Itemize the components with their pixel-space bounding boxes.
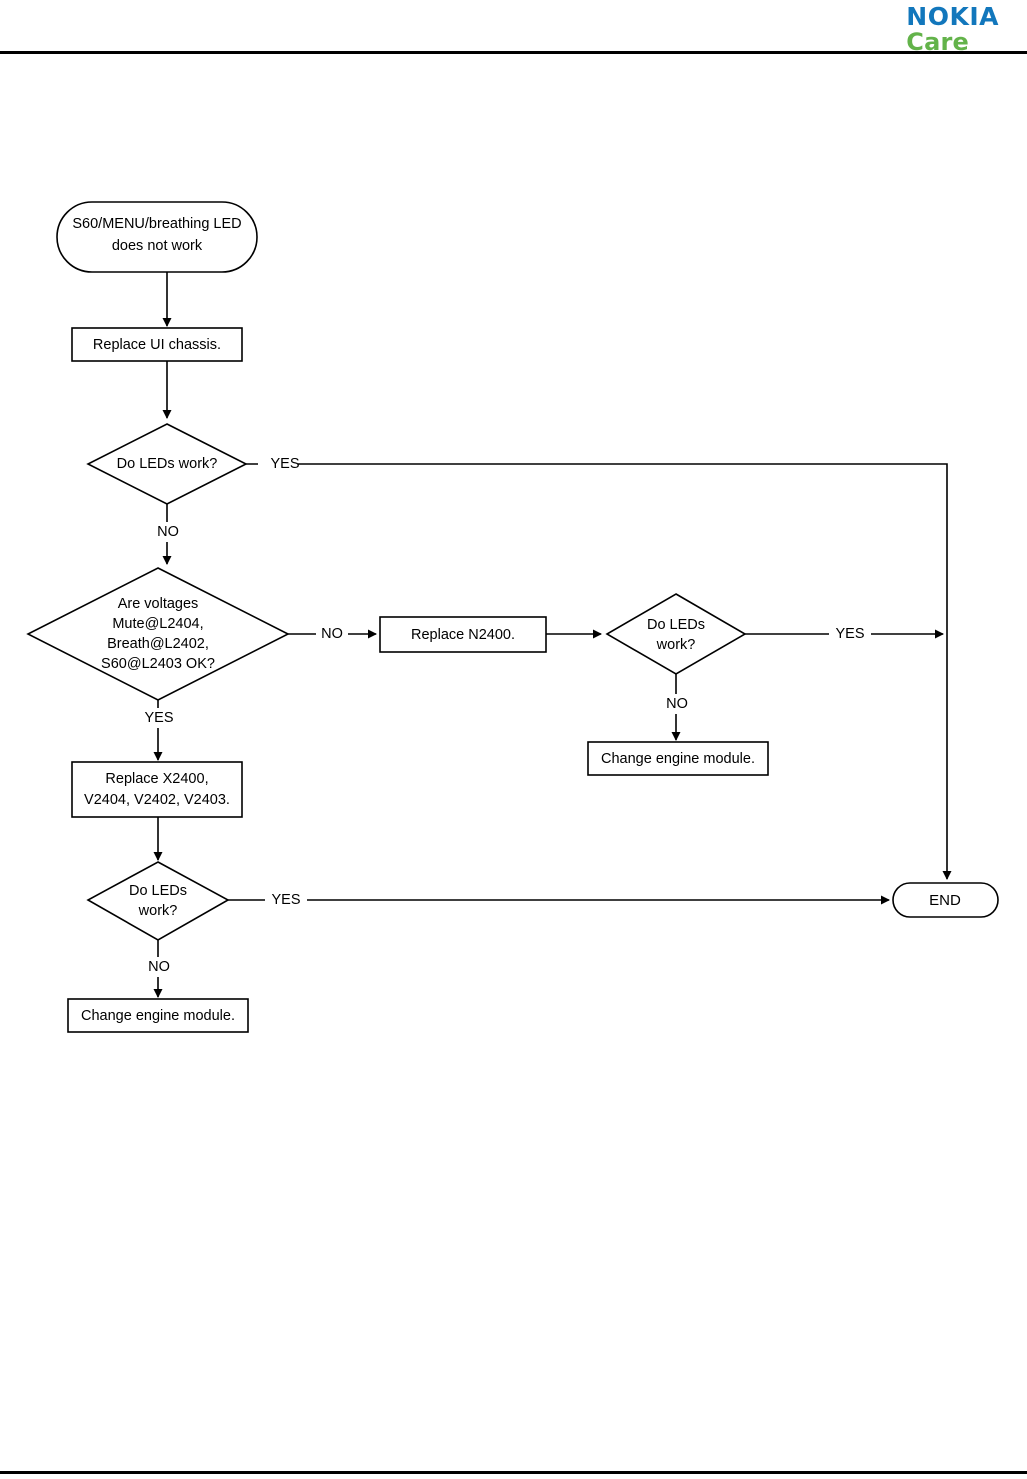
change-engine-module-2-shape (67, 998, 249, 1033)
replace-n2400-label: Replace N2400. (411, 627, 515, 643)
flowchart-svg: YES NO NO YES YES NO YES NO S60/MENU/bre… (26, 201, 999, 1033)
decision-leds-3-label-line1: Do LEDs (129, 883, 187, 899)
replace-x2400-shape (71, 761, 243, 818)
edge-label-leds2-no: NO (666, 696, 688, 712)
edge-label-bg (258, 453, 298, 473)
node-start: S60/MENU/breathing LED does not work (56, 201, 258, 273)
edge-label-voltages-no: NO (321, 626, 343, 642)
edge-label-bg (660, 694, 694, 714)
replace-x2400-label-line1: Replace X2400, (105, 771, 208, 787)
edge-label-leds3-no: NO (148, 959, 170, 975)
node-decision-leds-3: Do LEDs work? (86, 861, 230, 941)
decision-voltages-label-line2: Mute@L2404, (112, 616, 203, 632)
nokia-care-logo: NOKIA Care (906, 4, 999, 54)
decision-voltages-shape (26, 567, 290, 701)
node-decision-voltages: Are voltages Mute@L2404, Breath@L2402, S… (26, 567, 290, 701)
brand-name-care: Care (906, 28, 970, 56)
edge-leds1-yes-to-end (246, 463, 952, 880)
node-change-engine-module-1: Change engine module. (587, 741, 769, 776)
change-engine-module-1-label: Change engine module. (601, 751, 755, 767)
end-node-shape (892, 882, 999, 918)
node-replace-ui-chassis: Replace UI chassis. (71, 327, 243, 362)
replace-ui-chassis-label: Replace UI chassis. (93, 337, 221, 353)
node-replace-x2400: Replace X2400, V2404, V2402, V2403. (71, 761, 243, 818)
flowchart-canvas: YES NO NO YES YES NO YES NO S60/MENU/bre… (0, 60, 1027, 1460)
change-engine-module-2-label: Change engine module. (81, 1008, 235, 1024)
decision-voltages-label-line4: S60@L2403 OK? (101, 656, 215, 672)
decision-leds-2-label-line2: work? (656, 637, 696, 653)
replace-ui-chassis-shape (71, 327, 243, 362)
replace-n2400-shape (379, 616, 547, 653)
edge-label-voltages-yes: YES (144, 710, 173, 726)
start-node-shape (56, 201, 258, 273)
edge-label-bg (265, 890, 307, 910)
edge-label-bg (829, 624, 871, 644)
header-divider-rule (0, 51, 1027, 54)
edge-label-bg (138, 708, 180, 728)
decision-voltages-label-line1: Are voltages (118, 596, 199, 612)
edge-label-leds1-no: NO (157, 524, 179, 540)
replace-x2400-label-line2: V2404, V2402, V2403. (84, 792, 230, 808)
decision-leds-1-shape (86, 423, 248, 505)
edge-label-leds2-yes: YES (835, 626, 864, 642)
end-node-label: END (929, 892, 961, 909)
edge-label-bg (152, 522, 186, 542)
brand-name-nokia: NOKIA (906, 2, 999, 31)
decision-leds-2-shape (605, 593, 747, 675)
start-node-label-line1: S60/MENU/breathing LED (72, 216, 241, 232)
node-end: END (892, 882, 999, 918)
decision-leds-3-label-line2: work? (138, 903, 178, 919)
decision-voltages-label-line3: Breath@L2402, (107, 636, 209, 652)
decision-leds-3-shape (86, 861, 230, 941)
start-node-label-line2: does not work (112, 238, 203, 254)
node-change-engine-module-2: Change engine module. (67, 998, 249, 1033)
footer-divider-rule (0, 1471, 1027, 1474)
node-replace-n2400: Replace N2400. (379, 616, 547, 653)
decision-leds-1-label: Do LEDs work? (117, 456, 218, 472)
edge-label-leds1-yes: YES (270, 456, 299, 472)
change-engine-module-1-shape (587, 741, 769, 776)
edge-label-bg (142, 957, 176, 977)
node-decision-leds-2: Do LEDs work? (605, 593, 747, 675)
edge-label-leds3-yes: YES (271, 892, 300, 908)
edge-label-bg (316, 624, 348, 644)
decision-leds-2-label-line1: Do LEDs (647, 617, 705, 633)
node-decision-leds-1: Do LEDs work? (86, 423, 248, 505)
